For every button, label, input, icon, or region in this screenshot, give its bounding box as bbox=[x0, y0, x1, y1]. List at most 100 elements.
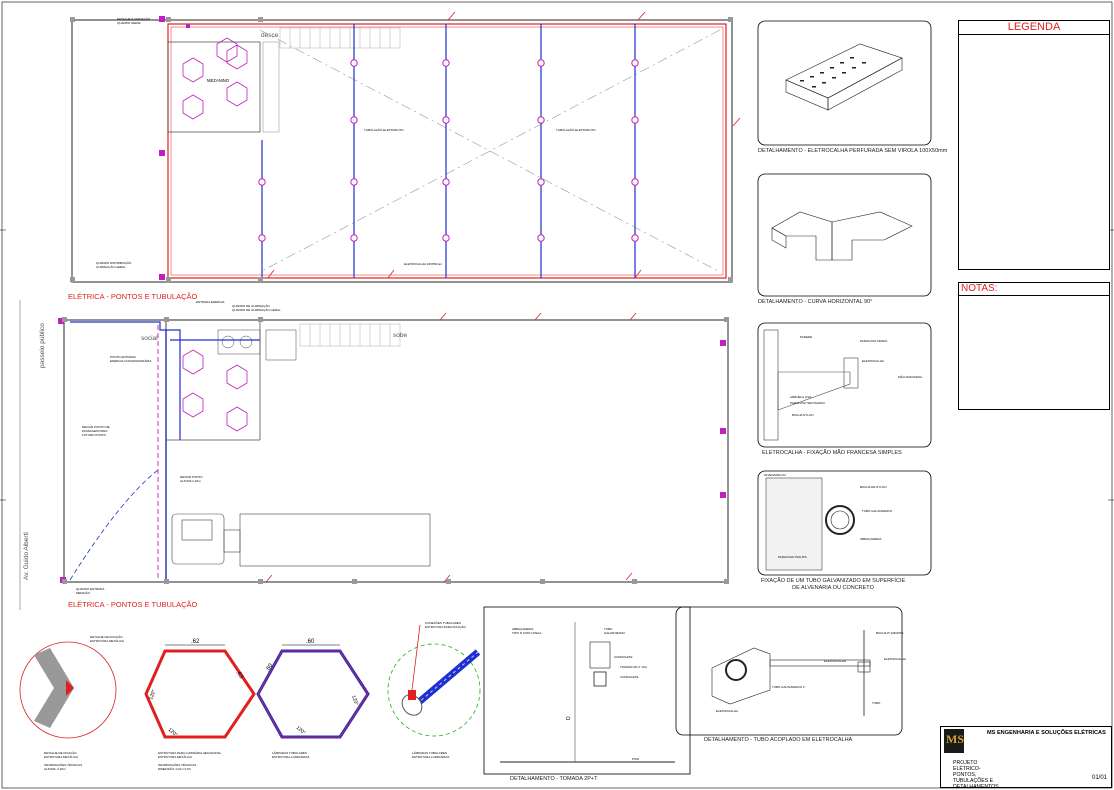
svg-text:QUADRO GERAL: QUADRO GERAL bbox=[117, 21, 142, 25]
detail-caption-1: DETALHAMENTO - ELETROCALHA PERFURADA SEM… bbox=[758, 148, 948, 154]
detail-caption-2: DETALHAMENTO - CURVA HORIZONTAL 90° bbox=[758, 299, 873, 305]
svg-text:LÂMPADAS TUBULARES: LÂMPADAS TUBULARES bbox=[272, 750, 307, 755]
detail-caption-3: ELETROCALHA - FIXAÇÃO MÃO FRANCESA SIMPL… bbox=[762, 450, 902, 456]
detail-panel-3: PAREDE PARAFUSO FENDA ELETROCALHA MÃO FRANC… bbox=[757, 322, 932, 448]
svg-text:PARAFUSO SEXTAVADO: PARAFUSO SEXTAVADO bbox=[790, 401, 825, 405]
svg-text:DETALHE DE FIXAÇÃO: DETALHE DE FIXAÇÃO bbox=[90, 634, 123, 639]
company-logo: MS bbox=[944, 729, 964, 753]
hex1-angle-bottom: 120° bbox=[167, 727, 179, 738]
hex2-angle-bottom: 120° bbox=[295, 725, 307, 736]
svg-text:ARRUELA LISA: ARRUELA LISA bbox=[790, 395, 811, 399]
svg-text:PONTO ENTRADA: PONTO ENTRADA bbox=[110, 355, 136, 359]
svg-text:FUTURO PONTO: FUTURO PONTO bbox=[82, 433, 107, 437]
svg-text:DEIXAR PONTO DE: DEIXAR PONTO DE bbox=[82, 425, 110, 429]
sheet-number: 01/01 bbox=[1091, 775, 1107, 781]
detail-caption-6: DETALHAMENTO - TUBO ACOPLADO EM ELETROCA… bbox=[704, 737, 853, 743]
svg-text:BUCHA DE NYLON: BUCHA DE NYLON bbox=[860, 485, 887, 489]
hex1-top-dim: .62 bbox=[191, 639, 200, 645]
svg-text:QUADRO DISTRIBUIÇÃO: QUADRO DISTRIBUIÇÃO bbox=[96, 260, 132, 265]
svg-text:ENERGIA CONCESSIONÁRIA: ENERGIA CONCESSIONÁRIA bbox=[110, 359, 151, 363]
svg-text:ESTRUTURA METÁLICA: ESTRUTURA METÁLICA bbox=[158, 755, 192, 759]
svg-text:ESTRUTURA METÁLICA: ESTRUTURA METÁLICA bbox=[90, 639, 124, 643]
svg-text:MÃO FRANCESA: MÃO FRANCESA bbox=[898, 374, 922, 379]
svg-text:DIMENSÃO: 0,62 x 0,63: DIMENSÃO: 0,62 x 0,63 bbox=[158, 766, 191, 771]
company-logo-text: MS bbox=[946, 732, 964, 746]
svg-text:PAREDE: PAREDE bbox=[800, 335, 812, 339]
svg-text:LÂMPADAS TUBULARES: LÂMPADAS TUBULARES bbox=[412, 750, 447, 755]
svg-text:ELETROCALHA: ELETROCALHA bbox=[862, 359, 884, 363]
svg-text:GALVANIZADO: GALVANIZADO bbox=[604, 631, 626, 635]
svg-text:ELETROCALHA: ELETROCALHA bbox=[824, 659, 846, 663]
social-label: social bbox=[141, 335, 158, 342]
detail-panel-1 bbox=[757, 20, 932, 146]
svg-text:PARAFUSO PHILIPS: PARAFUSO PHILIPS bbox=[778, 555, 807, 559]
mezzanine-label: MEZANINO bbox=[207, 78, 230, 83]
svg-text:DETALHE ILUMINAÇÃO: DETALHE ILUMINAÇÃO bbox=[117, 16, 151, 21]
svg-text:ALTURA: 2,20m: ALTURA: 2,20m bbox=[44, 767, 66, 771]
svg-text:BUCHA P/ AMORTE: BUCHA P/ AMORTE bbox=[876, 631, 903, 635]
section-title-top: ELÉTRICA - PONTOS E TUBULAÇÃO bbox=[68, 292, 198, 301]
hex1-side-dim: .63 bbox=[234, 670, 244, 681]
notes-title: NOTAS: bbox=[959, 283, 1109, 296]
detail-panel-2 bbox=[757, 173, 932, 297]
svg-text:PASSAGEM PARA: PASSAGEM PARA bbox=[82, 429, 107, 433]
svg-text:ABRAÇADEIRA: ABRAÇADEIRA bbox=[512, 627, 534, 631]
hex2-top-dim: .60 bbox=[306, 639, 315, 645]
svg-text:TUBO: TUBO bbox=[604, 627, 613, 631]
legend-box: LEGENDA bbox=[958, 20, 1110, 270]
legend-title: LEGENDA bbox=[959, 21, 1109, 35]
svg-text:QUADRO DE ILUMINAÇÃO: QUADRO DE ILUMINAÇÃO bbox=[232, 303, 270, 308]
svg-text:TUBULAÇÃO ELETRODUTO: TUBULAÇÃO ELETRODUTO bbox=[364, 127, 404, 132]
svg-text:ALTURA 2,20m: ALTURA 2,20m bbox=[180, 479, 201, 483]
svg-text:ILUMINAÇÃO GERAL: ILUMINAÇÃO GERAL bbox=[96, 264, 126, 269]
svg-text:CONDULETE: CONDULETE bbox=[620, 675, 639, 679]
detail-caption-4: FIXAÇÃO DE UM TUBO GALVANIZADO EM SUPERF… bbox=[760, 578, 906, 591]
sidewalk-label: passeio público bbox=[39, 323, 46, 368]
hex2-side-dim: .60 bbox=[265, 662, 275, 673]
svg-text:D: D bbox=[566, 716, 572, 720]
svg-text:TUBO: TUBO bbox=[872, 701, 881, 705]
hex2-angle-right: 120° bbox=[350, 695, 359, 707]
svg-text:DETALHE DE FIXAÇÃO: DETALHE DE FIXAÇÃO bbox=[44, 750, 77, 755]
svg-text:DEIXAR PONTO: DEIXAR PONTO bbox=[180, 475, 203, 479]
svg-text:ESTRUTURA LUMINÁRIAS: ESTRUTURA LUMINÁRIAS bbox=[412, 755, 449, 759]
svg-text:QUADRO DE ILUMINAÇÃO GERAL: QUADRO DE ILUMINAÇÃO GERAL bbox=[232, 307, 281, 312]
svg-text:ESTRUTURA METÁLICA: ESTRUTURA METÁLICA bbox=[44, 755, 78, 759]
svg-text:PARAFUSO FENDA: PARAFUSO FENDA bbox=[860, 339, 887, 343]
svg-text:ENTRADA ENERGIA: ENTRADA ENERGIA bbox=[196, 300, 225, 304]
hex1-angle-left: 120° bbox=[148, 689, 157, 701]
svg-text:TUBO GALVANIZADO: TUBO GALVANIZADO bbox=[862, 509, 893, 513]
svg-text:ESTRUTURA PARA FIXAÇÃO: ESTRUTURA PARA FIXAÇÃO bbox=[425, 624, 466, 629]
svg-text:INFORMAÇÕES TÉCNICAS: INFORMAÇÕES TÉCNICAS bbox=[44, 762, 82, 767]
svg-text:CONDULETE: CONDULETE bbox=[614, 655, 633, 659]
svg-text:TUBO GALVANIZADO 1": TUBO GALVANIZADO 1" bbox=[772, 685, 806, 689]
svg-text:ELETROCALHA 100X50mm: ELETROCALHA 100X50mm bbox=[404, 262, 443, 266]
section-title-bottom: ELÉTRICA - PONTOS E TUBULAÇÃO bbox=[68, 600, 198, 609]
svg-text:PISO: PISO bbox=[632, 757, 640, 761]
svg-text:ESTRUTURA LUMINÁRIAS: ESTRUTURA LUMINÁRIAS bbox=[272, 755, 309, 759]
svg-text:ELETROCALHA: ELETROCALHA bbox=[716, 709, 738, 713]
title-block: MS MS ENGENHARIA E SOLUÇÕES ELÉTRICAS PR… bbox=[940, 726, 1112, 790]
bottom-floor-plan: ENTRADA ENERGIA QUADRO DE ILUMINAÇÃOQUADR… bbox=[58, 300, 729, 595]
svg-text:TIPO D COM CUNHA: TIPO D COM CUNHA bbox=[512, 631, 541, 635]
svg-text:ELETROCALHA: ELETROCALHA bbox=[884, 657, 906, 661]
svg-text:MEDIÇÃO: MEDIÇÃO bbox=[76, 590, 91, 595]
svg-text:TOMADA 2P+T 10A: TOMADA 2P+T 10A bbox=[620, 665, 647, 669]
svg-text:ABRAÇADEIRA: ABRAÇADEIRA bbox=[860, 537, 882, 541]
project-title: PROJETO ELÉTRICO- PONTOS, TUBULAÇÕES E D… bbox=[953, 760, 999, 790]
company-name: MS ENGENHARIA E SOLUÇÕES ELÉTRICAS bbox=[987, 730, 1106, 736]
stair-up-label: sobe bbox=[393, 332, 407, 339]
hexagon-detail-blue: .60 .60 120° 120° LÂMPADAS TUBULARESESTR… bbox=[256, 639, 370, 759]
hexagon-detail-red: .62 .63 120° 120° ESTRUTURA PARA LUMINÁR… bbox=[144, 639, 256, 771]
detail-caption-5: DETALHAMENTO - TOMADA 2P+T bbox=[510, 776, 598, 782]
svg-text:BUCHA NYLON: BUCHA NYLON bbox=[792, 413, 814, 417]
notes-box: NOTAS: bbox=[958, 282, 1110, 410]
svg-text:CONEXÕES TUBULARES: CONEXÕES TUBULARES bbox=[425, 620, 461, 625]
detail-panel-6: ELETROCALHA BUCHA P/ AMORTE ELETROCALHA EL… bbox=[675, 606, 906, 736]
